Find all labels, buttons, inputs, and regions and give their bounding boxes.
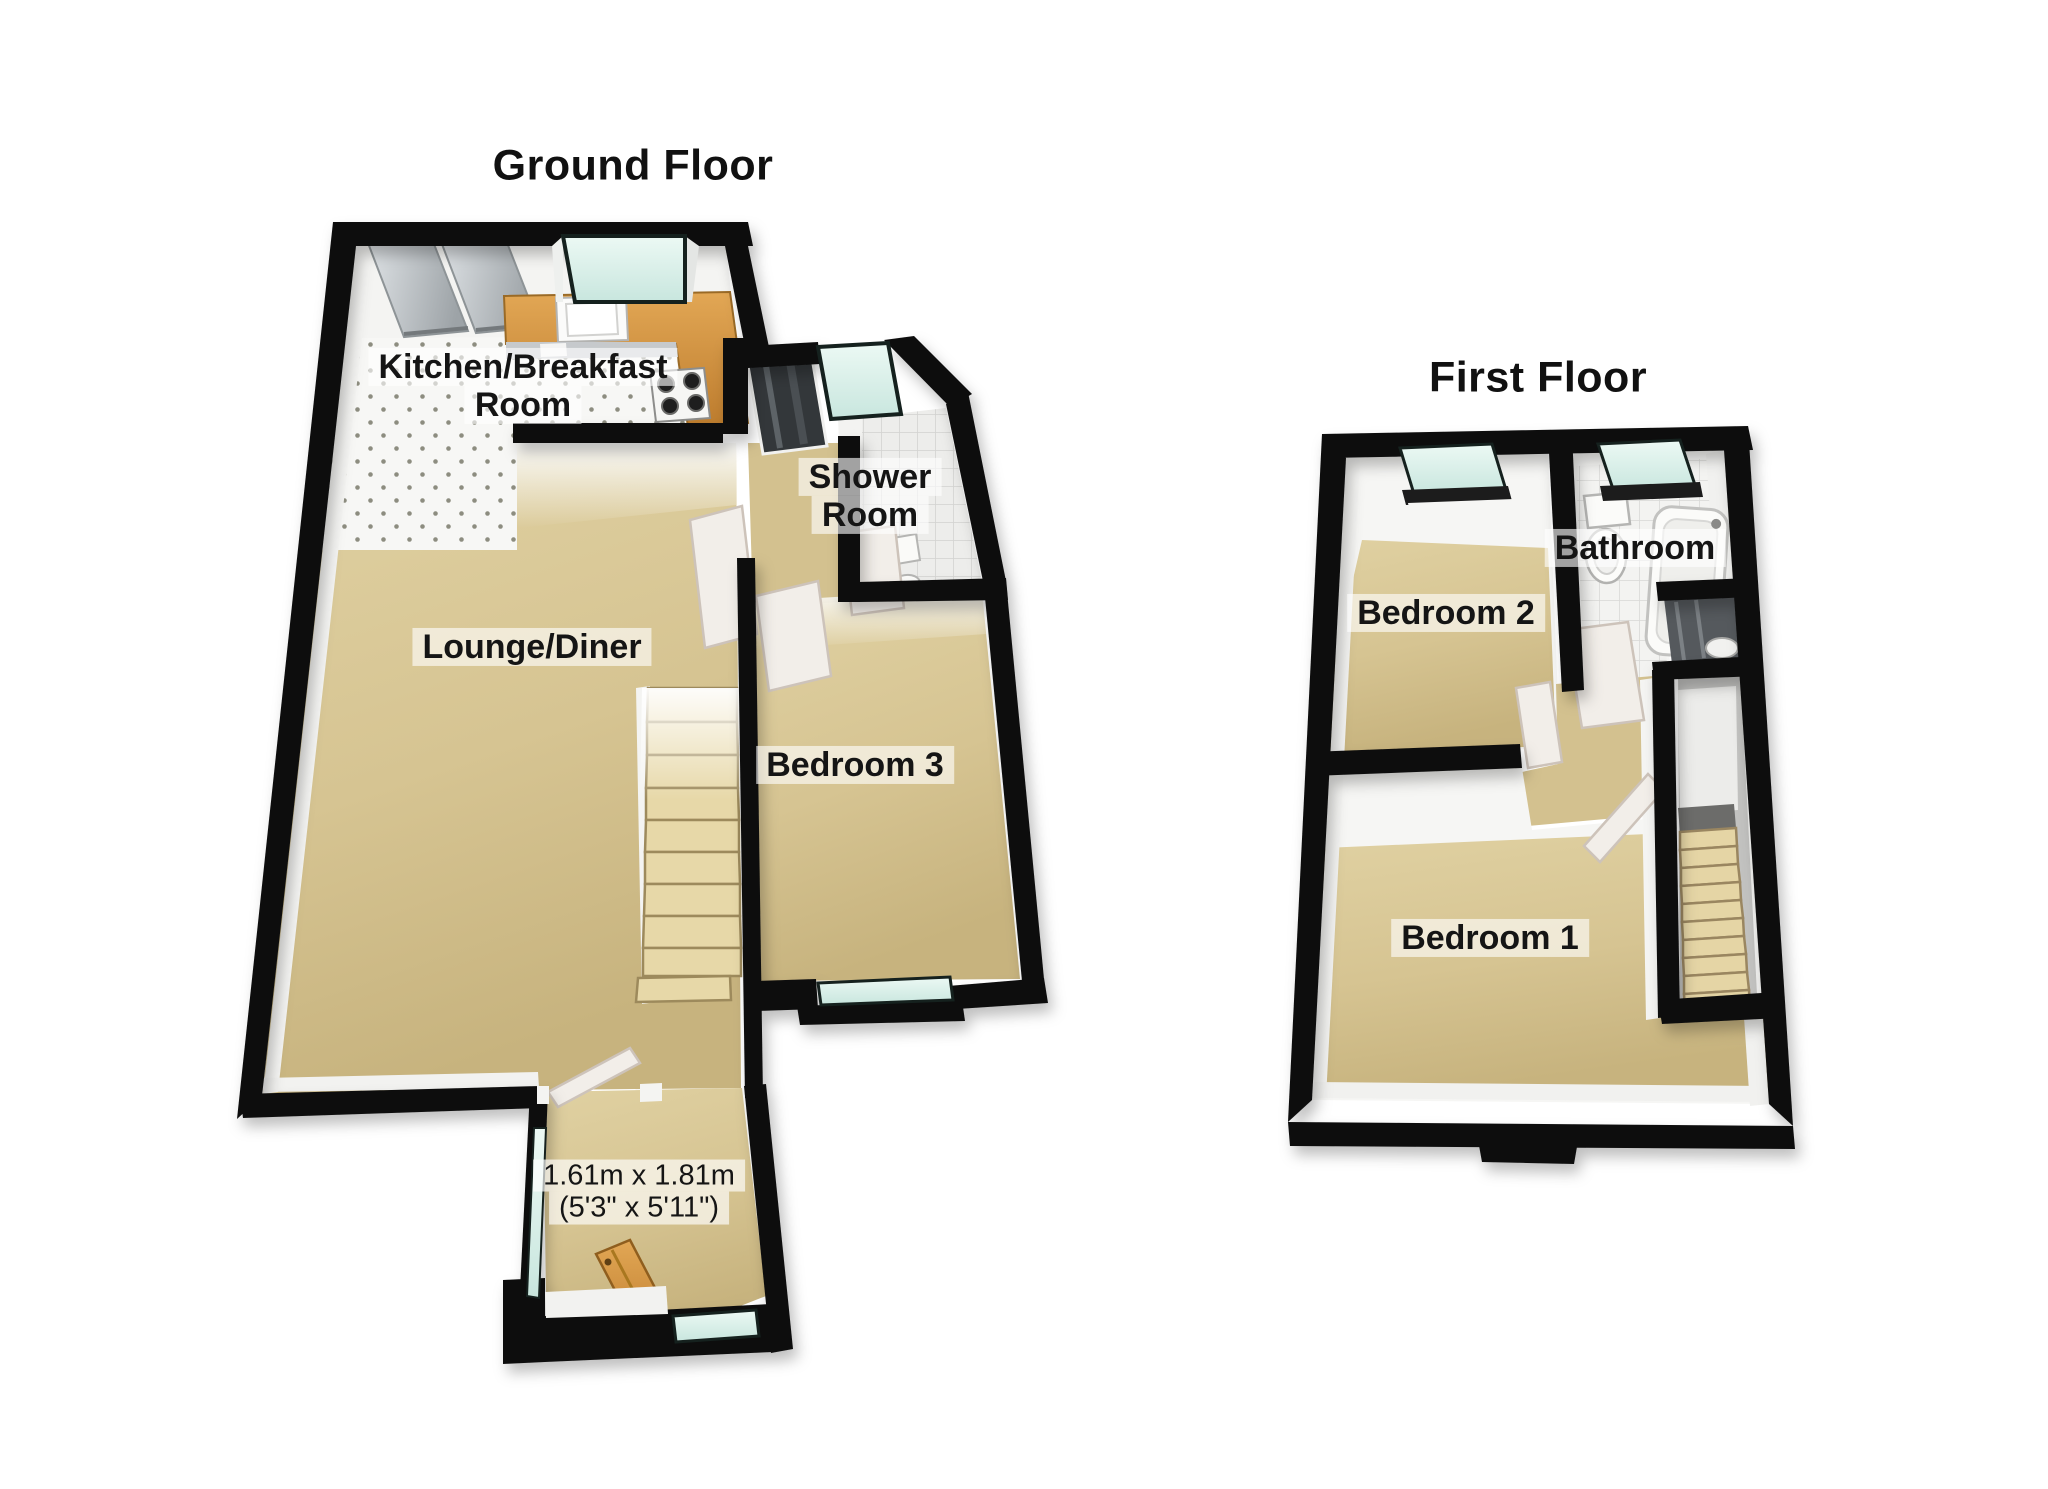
wall-face: [517, 443, 736, 528]
door-jamb: [537, 1083, 662, 1104]
bedroom2-window: [1398, 442, 1518, 522]
wall-face: [1312, 1082, 1768, 1102]
wall-face: [1313, 770, 1528, 844]
label-bathroom: Bathroom: [1544, 528, 1726, 568]
hall-dimensions-imperial: (5'3" x 5'11"): [548, 1192, 730, 1225]
first-floor-title: First Floor: [1428, 353, 1648, 402]
bedroom1-carpet: [1318, 834, 1774, 1094]
ground-floor-title: Ground Floor: [492, 141, 774, 190]
porch-front-window: [545, 1286, 761, 1344]
kitchen-tiled-floor: [309, 336, 745, 550]
first-floor-walls: [1288, 426, 1795, 1164]
kitchen-window: [552, 234, 699, 304]
bedroom2-carpet: [1313, 540, 1556, 754]
label-bedroom1: Bedroom 1: [1391, 918, 1589, 958]
bathroom-window: [1595, 438, 1703, 501]
bedroom3-carpet: [753, 592, 1020, 981]
first-floor-stairs: [1678, 664, 1758, 1018]
label-bedroom2: Bedroom 2: [1347, 593, 1545, 633]
bedroom3-window: [816, 975, 955, 1007]
airing-cupboard: [1664, 594, 1757, 664]
shower-room-window: [815, 340, 904, 422]
label-bedroom3: Bedroom 3: [756, 745, 954, 785]
hall-dimensions-metric: 1.61m x 1.81m: [533, 1159, 745, 1192]
label-hall-dimensions: 1.61m x 1.81m (5'3" x 5'11"): [533, 1159, 745, 1225]
label-shower-room: Shower Room: [798, 457, 942, 535]
label-kitchen: Kitchen/Breakfast Room: [368, 347, 678, 425]
wall-face: [263, 246, 372, 1094]
shower-cubicle-icon: [746, 356, 829, 456]
label-kitchen-line1: Kitchen/Breakfast: [368, 347, 678, 386]
wall-face: [263, 1072, 539, 1092]
label-shower-line1: Shower: [798, 457, 942, 496]
label-shower-line2: Room: [811, 496, 929, 535]
label-lounge: Lounge/Diner: [412, 627, 652, 667]
kitchen-sink-icon: [554, 287, 630, 344]
lounge-carpet: [263, 443, 741, 1094]
label-kitchen-line2: Room: [464, 386, 582, 425]
ground-stairs: [634, 686, 743, 1004]
door-icon: [1514, 620, 1666, 864]
